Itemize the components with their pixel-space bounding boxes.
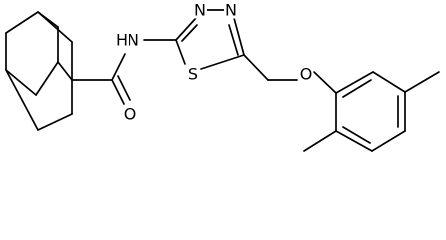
bond bbox=[111, 53, 126, 81]
thiadiazole-n4-label: N bbox=[225, 1, 237, 20]
double-bond-inner bbox=[342, 79, 372, 98]
atom-label-halo bbox=[298, 65, 314, 83]
benzene-ring bbox=[303, 71, 440, 152]
structure-svg: N H O N N S O bbox=[5, 1, 440, 152]
bond bbox=[243, 54, 269, 81]
bond bbox=[57, 61, 73, 81]
adamantane-cage bbox=[5, 11, 73, 131]
bond bbox=[175, 17, 197, 41]
bond bbox=[5, 69, 37, 96]
bond bbox=[5, 11, 39, 34]
bond bbox=[5, 69, 39, 131]
bond bbox=[371, 130, 406, 152]
bond bbox=[313, 71, 337, 94]
methyl-bond bbox=[404, 71, 440, 93]
bond bbox=[175, 39, 186, 65]
double-bond-inner bbox=[342, 126, 371, 144]
atom-labels: N H O N N S O bbox=[114, 1, 314, 124]
bond bbox=[335, 130, 373, 152]
bond bbox=[372, 71, 406, 93]
double-bond-inner bbox=[228, 24, 239, 56]
carbonyl-oxygen-label: O bbox=[124, 105, 137, 124]
amide-nitrogen-label: N bbox=[127, 31, 139, 50]
atom-label-halo bbox=[186, 65, 200, 83]
atom-label-halo bbox=[122, 105, 138, 123]
atom-label-halo bbox=[193, 1, 207, 19]
molecule-diagram: N H O N N S O bbox=[5, 1, 440, 152]
amide-bonds bbox=[71, 39, 177, 105]
atom-label-halo bbox=[114, 31, 130, 49]
atom-label-halo bbox=[224, 1, 238, 19]
bond bbox=[200, 54, 245, 70]
ether-oxygen-label: O bbox=[300, 65, 313, 84]
bond bbox=[35, 61, 59, 96]
thiadiazole-n3-label: N bbox=[194, 1, 206, 20]
bond bbox=[335, 71, 374, 94]
bond bbox=[37, 113, 73, 131]
amide-hydrogen-label: H bbox=[116, 31, 128, 50]
carbonyl-double-bond bbox=[117, 75, 131, 101]
bond bbox=[37, 11, 73, 43]
atom-label-halo bbox=[126, 31, 140, 49]
thiadiazole-ring bbox=[175, 9, 245, 70]
methyl-bond bbox=[303, 130, 337, 152]
double-bond-inner bbox=[181, 24, 198, 42]
bond bbox=[233, 17, 245, 56]
thiadiazole-sulfur-label: S bbox=[188, 65, 198, 84]
ether-linker bbox=[243, 54, 337, 94]
carbonyl-double-bond bbox=[111, 79, 125, 105]
